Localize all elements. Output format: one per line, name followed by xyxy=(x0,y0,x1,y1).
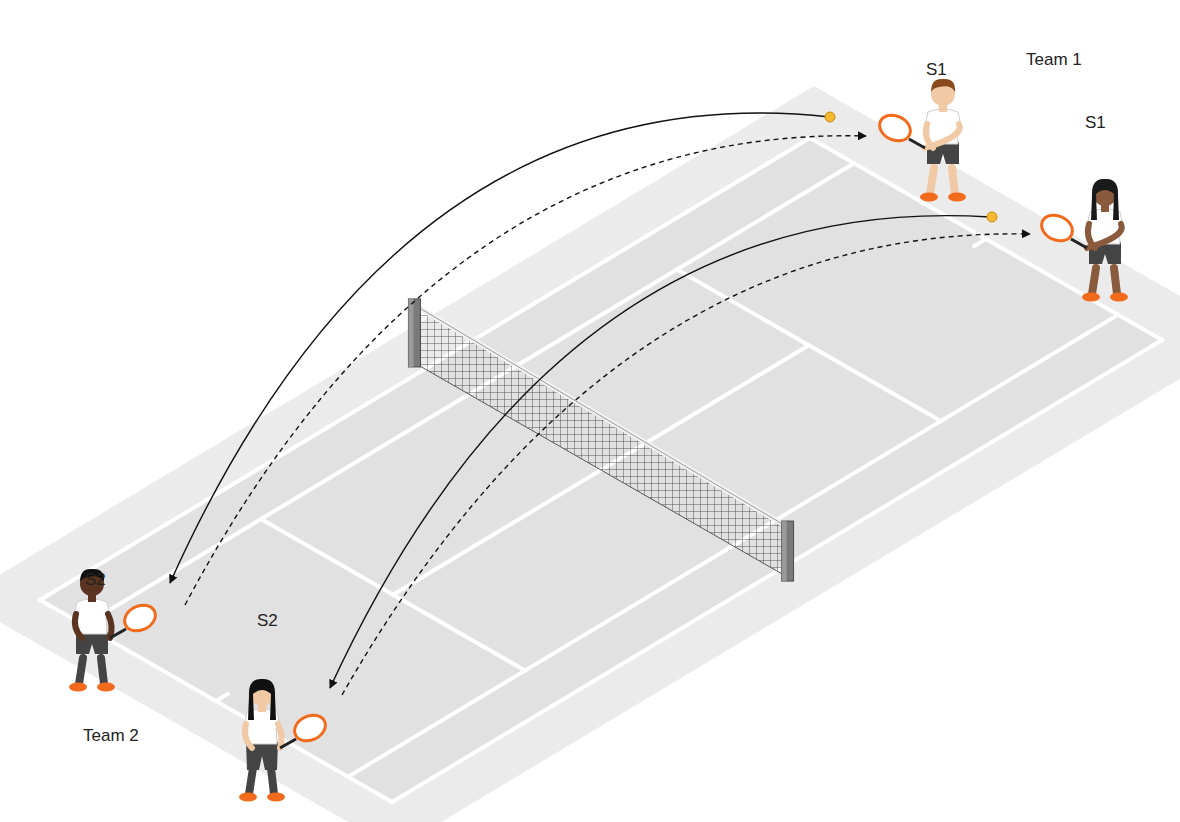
racket-handle xyxy=(1071,239,1087,248)
court-surface xyxy=(40,138,1162,802)
court-ground xyxy=(0,86,1180,822)
court-line xyxy=(84,163,854,625)
player-leg xyxy=(1092,268,1117,294)
player-leg xyxy=(79,658,104,684)
net-tape xyxy=(414,305,787,527)
player-arm xyxy=(1087,224,1122,248)
player-role-label: S1 xyxy=(926,60,947,80)
net-tape-edge xyxy=(414,305,787,527)
net-post xyxy=(782,521,794,581)
player-figure xyxy=(239,679,330,802)
player-arm xyxy=(75,614,112,638)
racket-head xyxy=(1037,210,1076,245)
court-line xyxy=(810,138,1162,340)
player-role-label: S2 xyxy=(85,570,106,590)
court-line xyxy=(974,239,986,246)
player-shoe xyxy=(267,793,285,802)
player-leg xyxy=(249,768,274,794)
player-shoe xyxy=(1110,293,1128,302)
team-label: Team 2 xyxy=(83,726,139,746)
court-line xyxy=(216,694,228,701)
player-shoe xyxy=(920,193,938,202)
player-leg xyxy=(930,168,955,194)
players xyxy=(69,79,1128,802)
player-hair xyxy=(1091,179,1119,220)
player-hair xyxy=(931,79,955,92)
tennis-ball xyxy=(987,212,997,222)
racket-head xyxy=(290,710,329,745)
player-shoe xyxy=(97,683,115,692)
player-shoe xyxy=(239,793,257,802)
player-role-label: S1 xyxy=(1085,113,1106,133)
player-shirt xyxy=(74,599,110,634)
player-hair xyxy=(248,679,276,720)
player-figure xyxy=(69,569,160,692)
ball-path-solid xyxy=(170,113,830,583)
court xyxy=(0,86,1180,822)
player-role-label: S2 xyxy=(257,611,278,631)
ball-path-dashed xyxy=(342,234,1030,695)
racket-handle xyxy=(110,629,126,638)
player-arm xyxy=(925,124,960,148)
net-mesh xyxy=(414,305,787,577)
racket-head xyxy=(875,110,914,145)
ball-path-solid xyxy=(330,216,990,688)
player-shoe xyxy=(948,193,966,202)
net-post xyxy=(408,299,420,367)
ball-path-dashed xyxy=(185,136,866,605)
net-post-shade xyxy=(782,521,787,581)
player-shoe xyxy=(69,683,87,692)
ball-paths xyxy=(170,112,1030,695)
racket-handle xyxy=(909,139,925,148)
player-arm xyxy=(245,724,282,748)
net xyxy=(408,299,793,581)
court-line xyxy=(40,138,810,600)
player-figure xyxy=(1037,179,1128,302)
racket-head xyxy=(120,600,159,635)
court-line xyxy=(40,600,392,802)
team-label: Team 1 xyxy=(1026,50,1082,70)
tennis-ball xyxy=(825,112,835,122)
player-shoe xyxy=(1082,293,1100,302)
player-figure xyxy=(875,79,966,202)
net-post-shade xyxy=(408,299,413,367)
racket-handle xyxy=(280,739,296,748)
